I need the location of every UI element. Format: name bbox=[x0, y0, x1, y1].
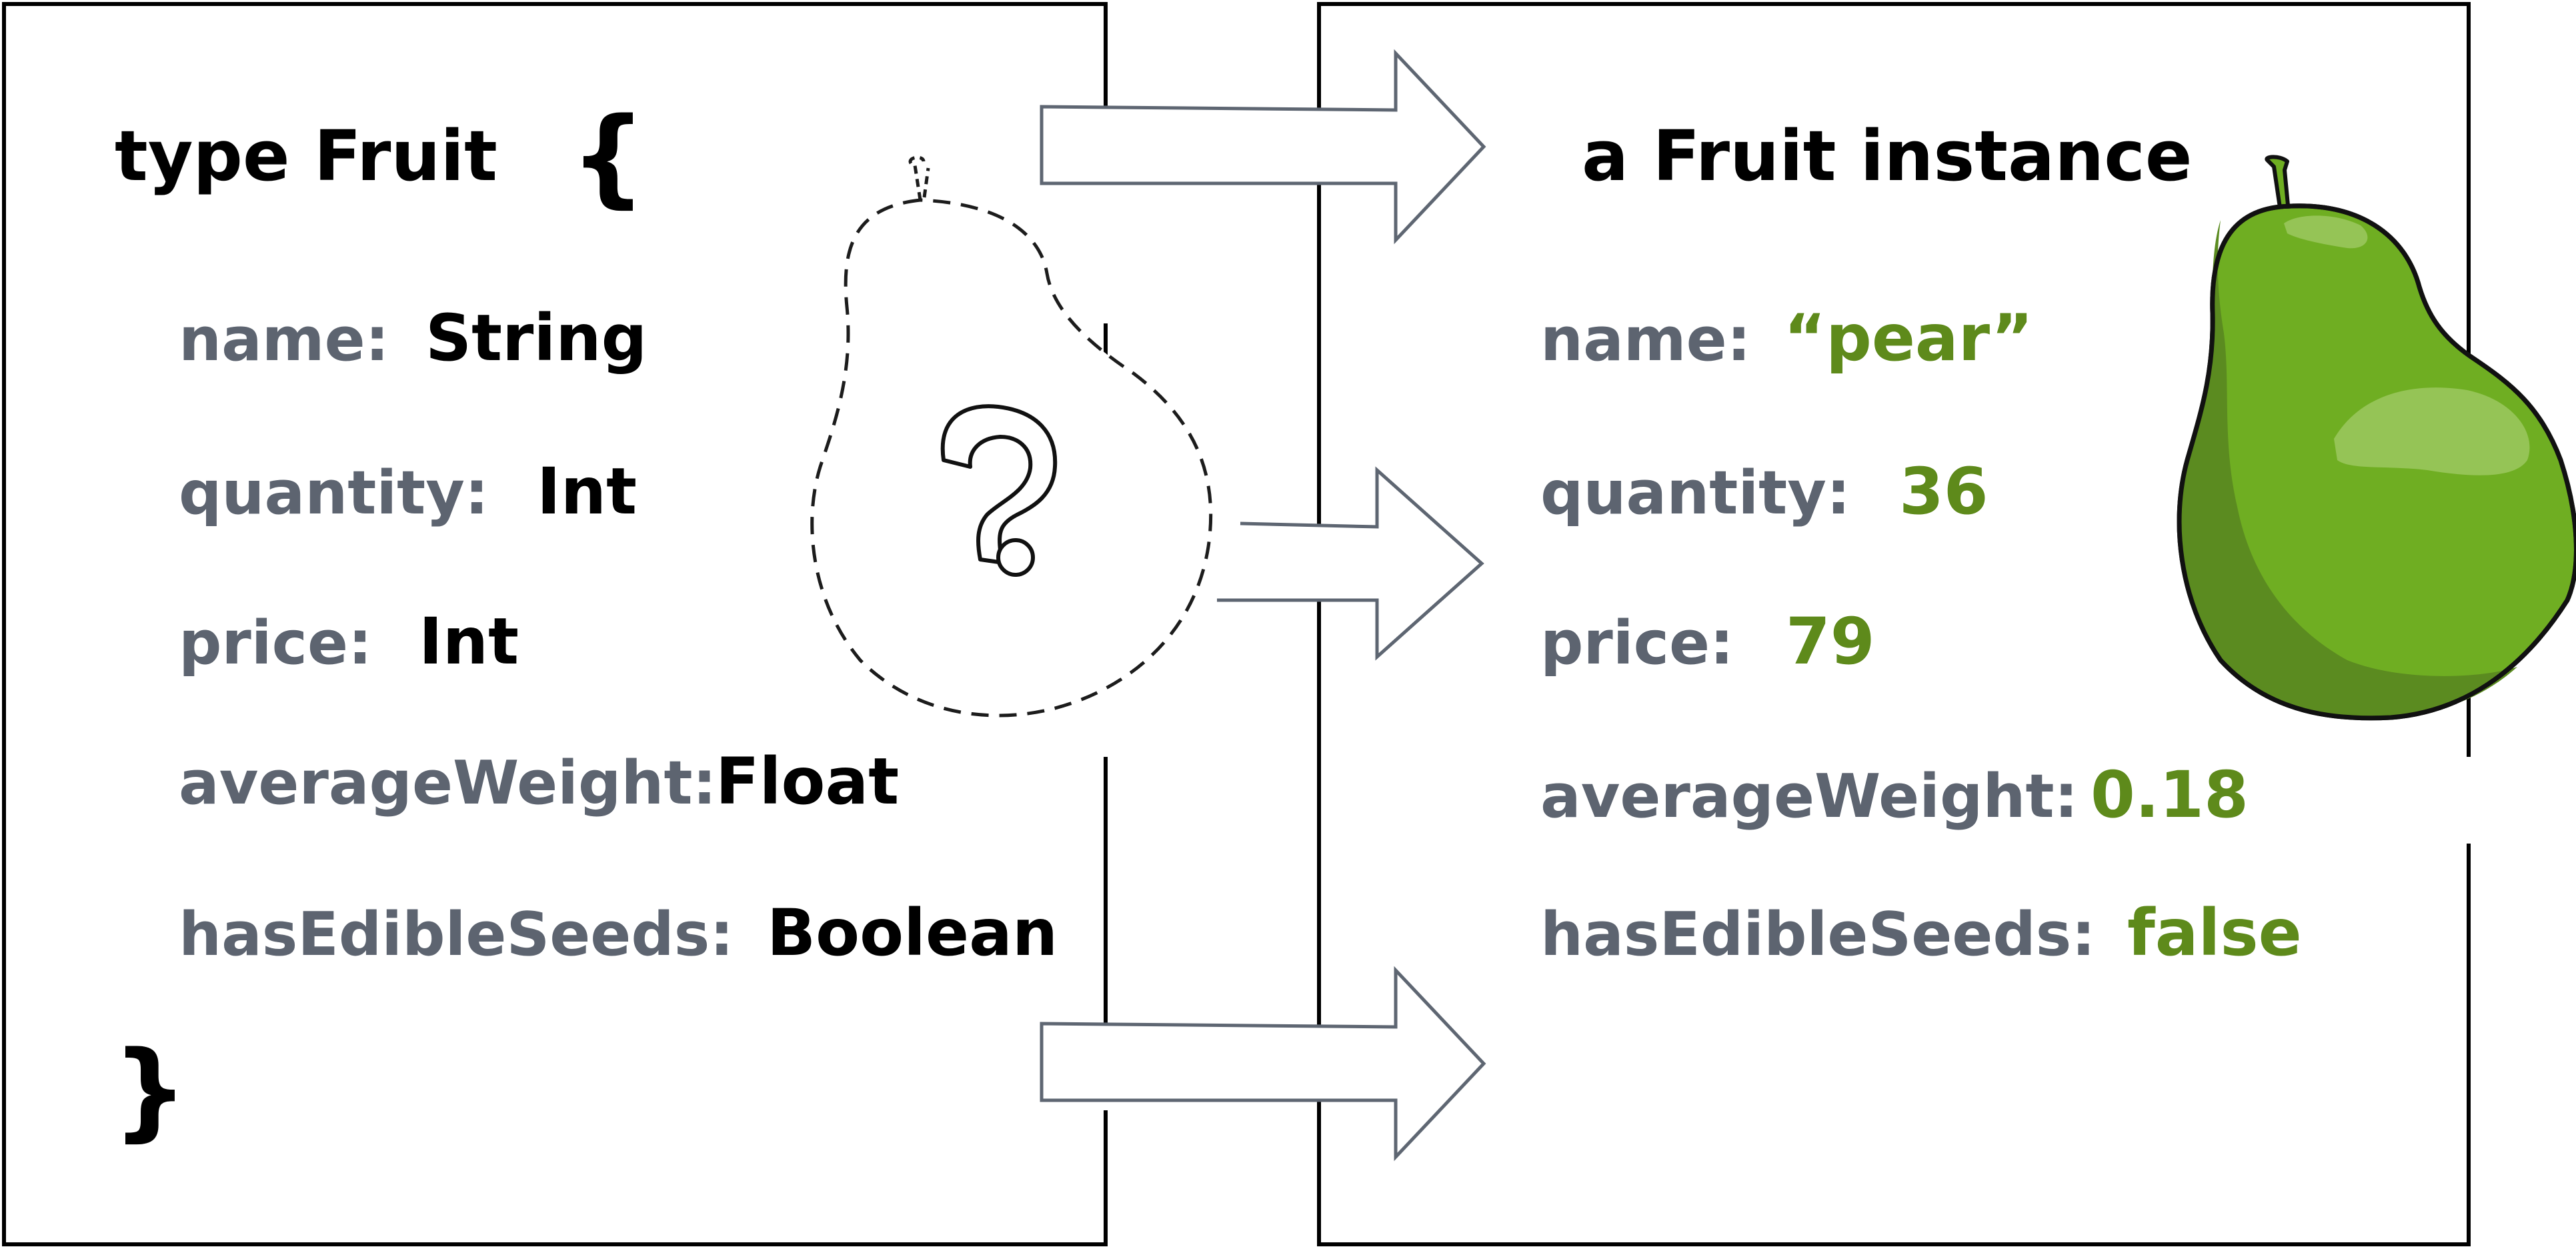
right-field-quantity-label: quantity: bbox=[1540, 458, 1850, 528]
pear-body-outline bbox=[2177, 203, 2576, 721]
left-field-name-label: name: bbox=[179, 305, 389, 375]
left-field-hasedibleseeds-label: hasEdibleSeeds: bbox=[179, 900, 734, 970]
left-panel-title: type Fruit bbox=[115, 115, 497, 197]
left-field-quantity-type: Int bbox=[537, 454, 637, 529]
right-arrow-icon bbox=[1217, 466, 1484, 661]
pear-highlight-small bbox=[2284, 215, 2368, 249]
left-open-brace: { bbox=[570, 94, 646, 219]
right-field-quantity-value: 36 bbox=[1899, 454, 1989, 529]
right-field-hasedibleseeds-label: hasEdibleSeeds: bbox=[1540, 900, 2095, 970]
pear-icon bbox=[2177, 155, 2576, 721]
left-field-quantity-label: quantity: bbox=[179, 458, 489, 528]
left-panel-box bbox=[2, 2, 1108, 1246]
pear-shadow bbox=[2179, 220, 2517, 718]
right-field-price-label: price: bbox=[1540, 608, 1734, 678]
right-field-hasedibleseeds-value: false bbox=[2127, 896, 2302, 970]
right-field-price-value: 79 bbox=[1786, 604, 1875, 679]
pear-outline-stem bbox=[908, 155, 930, 201]
left-close-brace: } bbox=[112, 1028, 188, 1152]
pear-stem bbox=[2265, 155, 2291, 214]
left-field-hasedibleseeds-type: Boolean bbox=[767, 896, 1058, 970]
question-mark-icon bbox=[940, 404, 1058, 577]
right-arrow-icon bbox=[1040, 966, 1486, 1162]
right-panel-box bbox=[1317, 2, 2471, 1246]
left-field-averageweight-type: Float bbox=[716, 744, 899, 819]
left-border-gap-top bbox=[1097, 167, 1114, 323]
left-field-price-type: Int bbox=[419, 604, 519, 679]
right-field-name-value: “pear” bbox=[1784, 301, 2033, 375]
right-arrow-icon bbox=[1040, 49, 1486, 245]
left-field-averageweight-label: averageWeight: bbox=[179, 748, 716, 818]
left-field-name-type: String bbox=[425, 301, 647, 375]
pear-outline-dashed bbox=[810, 198, 1213, 718]
right-panel-title: a Fruit instance bbox=[1582, 115, 2192, 197]
right-border-gap bbox=[2460, 757, 2477, 844]
right-field-averageweight-value: 0.18 bbox=[2091, 758, 2249, 832]
right-field-averageweight-label: averageWeight: bbox=[1540, 762, 2078, 832]
pear-highlight-large bbox=[2334, 387, 2530, 475]
right-field-name-label: name: bbox=[1540, 305, 1751, 375]
left-field-price-label: price: bbox=[179, 608, 372, 678]
